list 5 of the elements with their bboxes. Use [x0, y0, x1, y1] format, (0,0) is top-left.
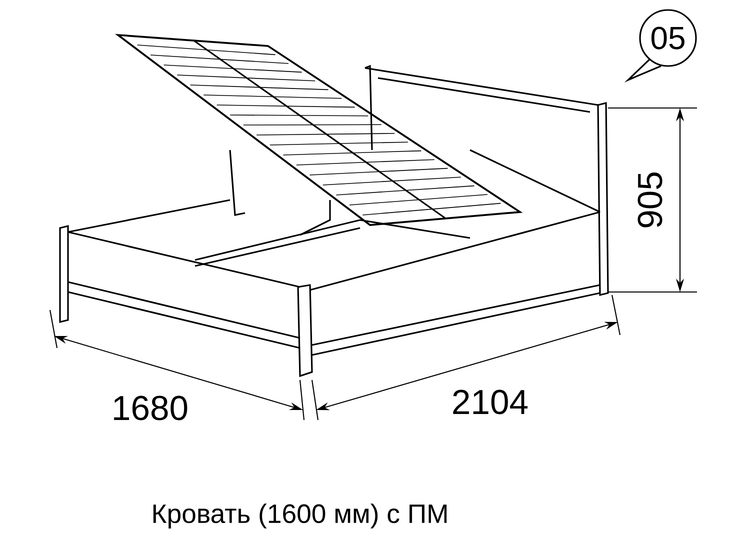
- dimension-label: 2104: [453, 390, 528, 414]
- speech-bubble: 05: [624, 9, 697, 82]
- dimension-label: 1680: [114, 396, 188, 420]
- caption: Кровать (1600 мм) с ПМ: [153, 504, 447, 528]
- dimension-label: 905: [638, 172, 662, 228]
